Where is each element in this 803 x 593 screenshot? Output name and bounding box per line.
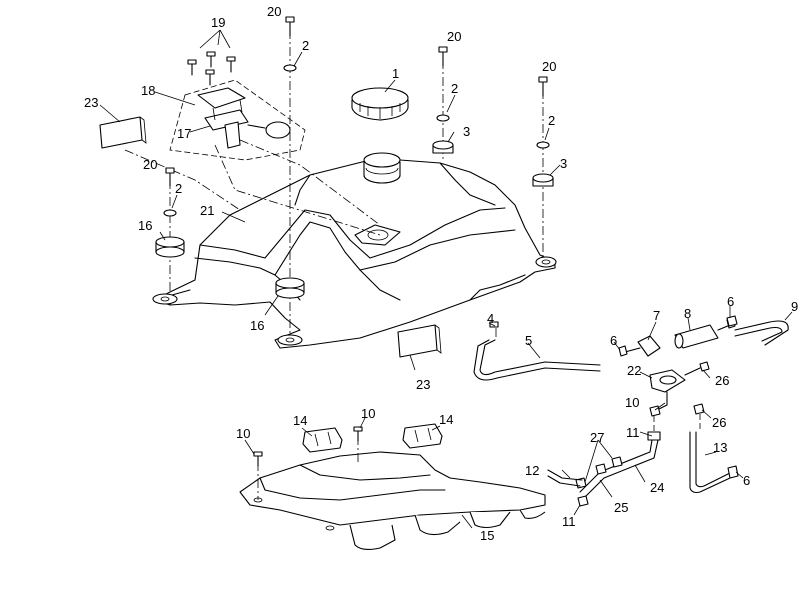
- callout-labels: 1 2 2 2 2 3 3 4 5 6 6 6 7 8 9 10 10 10 1…: [84, 4, 798, 543]
- leader-lines: [99, 51, 793, 529]
- screws-19: [187, 29, 236, 86]
- callout-24: 24: [650, 480, 664, 495]
- fuel-filter: [618, 317, 736, 357]
- callout-1: 1: [392, 66, 399, 81]
- callout-8: 8: [684, 306, 691, 321]
- clamps-small: [577, 315, 738, 507]
- callout-3-right: 3: [560, 156, 567, 171]
- callout-27: 27: [590, 430, 604, 445]
- callout-2-center: 2: [302, 38, 309, 53]
- callout-4: 4: [487, 311, 494, 326]
- callout-20-d: 20: [143, 157, 157, 172]
- heat-shield-15: [239, 426, 546, 551]
- callout-23-a: 23: [84, 95, 98, 110]
- callout-15: 15: [480, 528, 494, 543]
- callout-20-a: 20: [267, 4, 281, 19]
- fuel-hose-12: [547, 469, 583, 487]
- callout-16-a: 16: [138, 218, 152, 233]
- callout-9: 9: [791, 299, 798, 314]
- callout-6-c: 6: [743, 473, 750, 488]
- fuel-hose-24: [575, 431, 661, 497]
- callout-13: 13: [713, 440, 727, 455]
- mount-stack-left: [155, 167, 185, 295]
- callout-21: 21: [200, 203, 214, 218]
- mount-stack-mid: [432, 46, 454, 160]
- callout-2-right: 2: [548, 113, 555, 128]
- callout-5: 5: [525, 333, 532, 348]
- callout-18: 18: [141, 83, 155, 98]
- mount-stack-right: [532, 76, 554, 258]
- callout-3-mid: 3: [463, 124, 470, 139]
- callout-25: 25: [614, 500, 628, 515]
- callout-16-b: 16: [250, 318, 264, 333]
- callout-26-b: 26: [712, 415, 726, 430]
- callout-22: 22: [627, 363, 641, 378]
- callout-6-b: 6: [727, 294, 734, 309]
- callout-20-c: 20: [542, 59, 556, 74]
- callout-23-b: 23: [416, 377, 430, 392]
- callout-2-left: 2: [175, 181, 182, 196]
- fuel-sender-assembly: [169, 79, 381, 236]
- callout-12: 12: [525, 463, 539, 478]
- callout-10-b: 10: [361, 406, 375, 421]
- fuel-hose-13: [689, 431, 739, 494]
- callout-7: 7: [653, 308, 660, 323]
- callout-11-b: 11: [562, 514, 576, 529]
- mount-stack-center: [275, 16, 305, 335]
- callout-19: 19: [211, 15, 225, 30]
- fuel-pump-22: [649, 361, 710, 411]
- callout-14-a: 14: [293, 413, 307, 428]
- callout-17: 17: [177, 126, 191, 141]
- callout-6-a: 6: [610, 333, 617, 348]
- fuel-tank: [152, 152, 557, 349]
- callout-2-mid: 2: [451, 81, 458, 96]
- callout-11-a: 11: [626, 425, 640, 440]
- callout-10-c: 10: [625, 395, 639, 410]
- callout-20-b: 20: [447, 29, 461, 44]
- clip-14-left: [302, 427, 343, 453]
- label-plate-right: [397, 324, 442, 358]
- fuel-hose-5: [473, 321, 601, 381]
- fuel-hose-9: [734, 320, 789, 346]
- fuel-cap: [351, 87, 409, 121]
- label-plate-left: [99, 116, 241, 211]
- callout-10-a: 10: [236, 426, 250, 441]
- callout-26-a: 26: [715, 373, 729, 388]
- callout-14-b: 14: [439, 412, 453, 427]
